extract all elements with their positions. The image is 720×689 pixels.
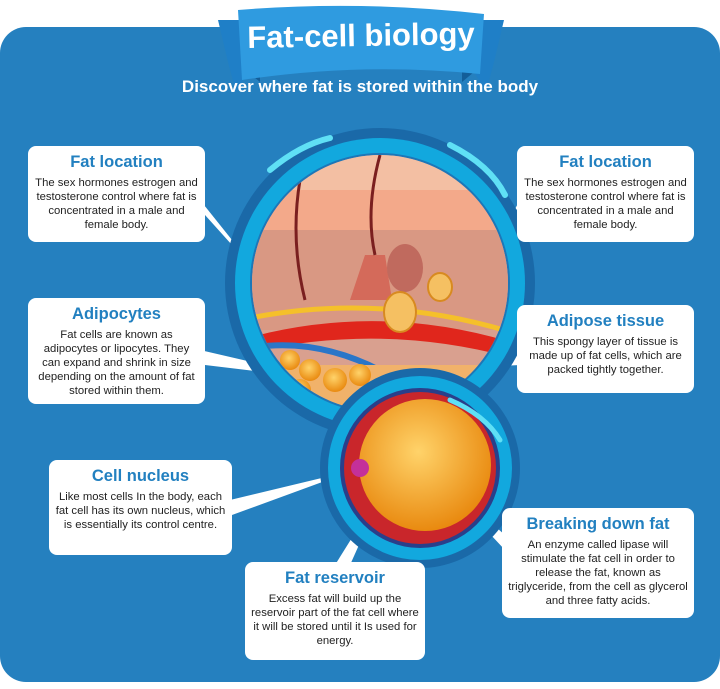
callout-text: Like most cells In the body, each fat ce… — [55, 491, 226, 531]
page-subtitle: Discover where fat is stored within the … — [181, 77, 539, 96]
callout-title: Cell nucleus — [91, 467, 190, 485]
cell-nucleus — [351, 459, 369, 477]
fat-reservoir — [359, 399, 491, 531]
callout-fat-location-right: Fat location The sex hormones estrogen a… — [517, 146, 694, 242]
callout-cell-nucleus: Cell nucleus Like most cells In the body… — [49, 460, 232, 555]
callout-title: Adipose tissue — [546, 312, 665, 330]
callout-title: Adipocytes — [72, 305, 161, 323]
callout-text: Fat cells are known as adipocytes or lip… — [38, 329, 195, 397]
callout-text: This spongy layer of tissue is made up o… — [529, 336, 682, 376]
callout-title: Breaking down fat — [526, 515, 670, 533]
callout-title: Fat reservoir — [285, 569, 385, 587]
callout-fat-location-left: Fat location The sex hormones estrogen a… — [28, 146, 205, 242]
callout-text: The sex hormones estrogen and testostero… — [35, 177, 198, 231]
callout-breaking-down-fat: Breaking down fat An enzyme called lipas… — [502, 508, 694, 618]
callout-title: Fat location — [559, 153, 652, 171]
callout-text: Excess fat will build up the reservoir p… — [251, 593, 419, 647]
callout-title: Fat location — [70, 153, 163, 171]
title-ribbon — [218, 5, 504, 92]
callout-text: The sex hormones estrogen and testostero… — [524, 177, 687, 231]
callout-adipocytes: Adipocytes Fat cells are known as adipoc… — [28, 298, 205, 404]
callout-text: An enzyme called lipase will stimulate t… — [508, 539, 688, 607]
callout-fat-reservoir: Fat reservoir Excess fat will build up t… — [245, 562, 425, 660]
callout-adipose-tissue: Adipose tissue This spongy layer of tiss… — [517, 305, 694, 393]
